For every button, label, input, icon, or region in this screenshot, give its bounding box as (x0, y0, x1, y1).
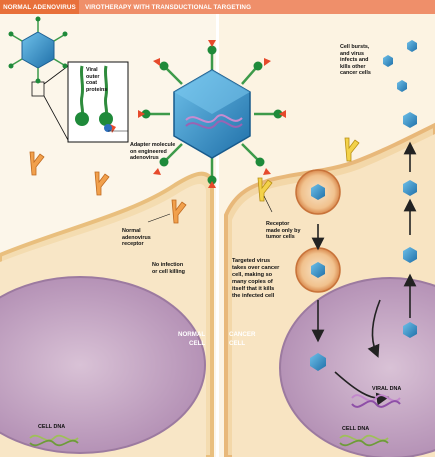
label-targeted-virus: Targeted virus takes over cancer cell, m… (232, 258, 280, 299)
virus-progeny-group (383, 40, 417, 338)
leader-tumor-receptor (263, 195, 273, 213)
header-right-title: VIROTHERAPY WITH TRANSDUCTIONAL TARGETIN… (85, 3, 252, 11)
inset-line-top (43, 65, 69, 85)
label-no-infection: No infection or cell killing (152, 262, 185, 275)
inset-fibers (75, 65, 116, 133)
header-right: VIROTHERAPY WITH TRANSDUCTIONAL TARGETIN… (79, 0, 435, 14)
virus-in-endosome-1 (311, 184, 325, 200)
header-left: NORMAL ADENOVIRUS (0, 0, 79, 14)
virus-in-endosome-2 (311, 262, 325, 278)
cell-dna-strand-left (29, 434, 79, 447)
engineered-virus (138, 40, 286, 188)
normal-cell-nucleus (0, 276, 206, 454)
label-cell-bursts: Cell bursts, and virus infects and kills… (340, 44, 371, 77)
inset-line-bottom (43, 95, 69, 141)
cell-dna-strand-right (339, 434, 389, 447)
virus-uncoated (310, 353, 326, 371)
leader-normal-receptor (147, 213, 171, 223)
label-cell-dna-left: CELL DNA (38, 424, 66, 430)
label-viral-coat: Viral outer coat proteins (86, 67, 108, 93)
panel-divider (216, 14, 219, 457)
label-cell-dna-right: CELL DNA (342, 426, 370, 432)
viral-dna-strand (351, 394, 401, 408)
header-left-title: NORMAL ADENOVIRUS (3, 3, 76, 11)
inset-box (67, 61, 129, 143)
label-tumor-receptor: Receptor made only by tumor cells (266, 221, 301, 241)
normal-virus (8, 16, 68, 84)
normal-receptors (29, 151, 187, 224)
arrow-3 (334, 371, 390, 406)
label-adapter: Adapter molecule on engineered adenoviru… (130, 142, 176, 162)
arrow-4 (367, 299, 381, 358)
label-normal-cell: NORMAL CELL (178, 331, 206, 347)
label-normal-receptor: Normal adenovirus receptor (122, 228, 151, 248)
label-viral-dna: VIRAL DNA (372, 386, 402, 392)
label-cancer-cell: CANCER CELL (229, 331, 256, 347)
tumor-receptors (257, 137, 360, 202)
